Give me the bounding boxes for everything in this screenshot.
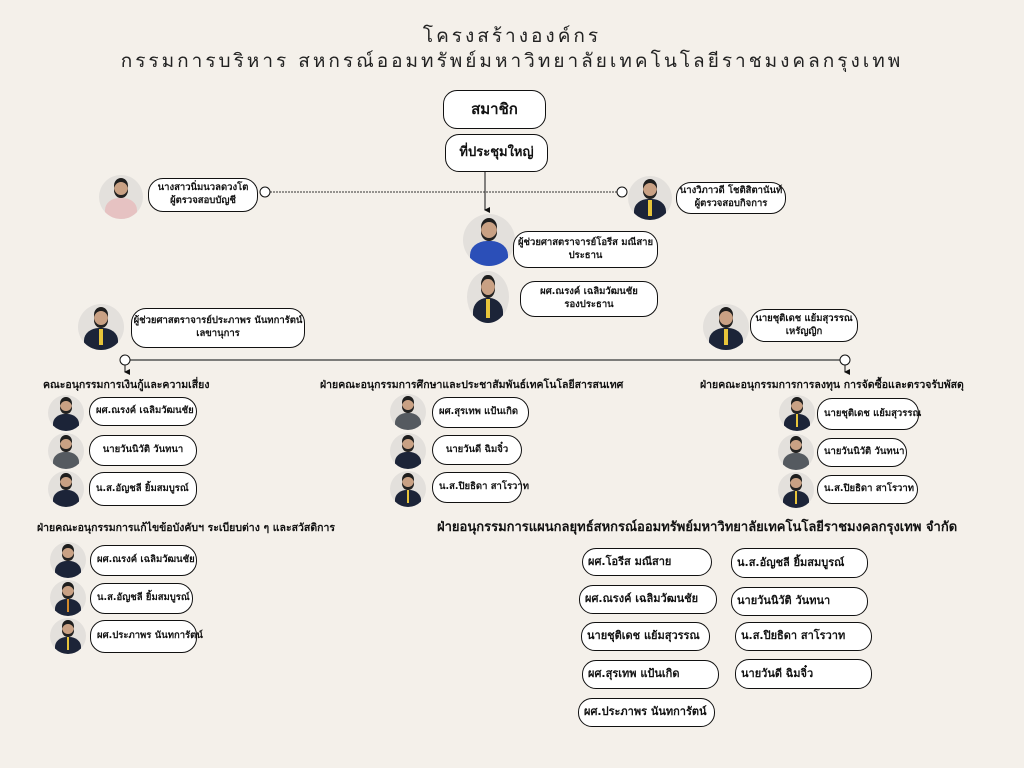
member-box: น.ส.ปิยธิดา สาโรวาท (735, 622, 872, 651)
avatar (78, 304, 124, 350)
person-role: ผู้ตรวจสอบกิจการ (694, 198, 768, 209)
inspector-box: นางวิภาวดี โชติสิตานันท์ผู้ตรวจสอบกิจการ (676, 182, 786, 214)
avatar (390, 471, 426, 507)
member-box: นายวันดี ฉิมจิ๋ว (735, 659, 872, 689)
member-box: ผศ.โอรีส มณีสาย (582, 548, 712, 576)
page-subtitle: กรรมการบริหาร สหกรณ์ออมทรัพย์มหาวิทยาลัย… (120, 50, 904, 72)
member-box: นายวันนิวัติ วันทนา (89, 435, 197, 466)
member-box: ผศ.ณรงค์ เฉลิมวัฒนชัย (579, 585, 717, 614)
treasurer-box: นายชุติเดช แย้มสุวรรณเหรัญญิก (750, 309, 858, 342)
avatar (463, 214, 515, 266)
person-role: เลขานุการ (196, 328, 240, 339)
president-box: ผู้ช่วยศาสตราจารย์โอรีส มณีสายประธาน (513, 231, 658, 268)
member-box: นายวันดี ฉิมจิ๋ว (432, 435, 522, 465)
member-box: นายวันนิวัติ วันทนา (817, 438, 907, 467)
page-title: โครงสร้างองค์กร (422, 25, 602, 47)
avatar (778, 472, 814, 508)
member-box: นายชุติเดช แย้มสุวรรณ (817, 398, 921, 430)
avatar (628, 176, 672, 220)
person-role: รองประธาน (564, 299, 614, 310)
member-box: ผศ.ณรงค์ เฉลิมวัฒนชัย (89, 397, 197, 426)
person-role: เหรัญญิก (785, 325, 823, 337)
members-box: สมาชิก (443, 90, 546, 129)
person-name: ผศ.ณรงค์ เฉลิมวัฒนชัย (540, 286, 638, 298)
member-box: ผศ.ประภาพร นันทการัตน์ (578, 698, 715, 727)
avatar (50, 542, 86, 578)
avatar (48, 395, 84, 431)
member-box: น.ส.อัญชลี ยิ้มสมบูรณ์ (731, 548, 868, 578)
person-name: ผู้ช่วยศาสตราจารย์โอรีส มณีสาย (517, 236, 654, 248)
member-box: น.ส.อัญชลี ยิ้มสมบูรณ์ (89, 472, 197, 506)
committee-heading: ฝ่ายคณะอนุกรรมการการลงทุน การจัดซื้อและต… (700, 379, 964, 391)
avatar (48, 433, 84, 469)
avatar (703, 304, 749, 350)
avatar (779, 395, 815, 431)
avatar (390, 394, 426, 430)
committee-heading: ฝ่ายอนุกรรมการแผนกลยุทธ์สหกรณ์ออมทรัพย์ม… (437, 520, 958, 535)
avatar (778, 434, 814, 470)
avatar (99, 175, 143, 219)
person-name: นางสาวนิ่มนวลดวงโต (157, 182, 249, 194)
avatar (50, 580, 86, 616)
person-role: ประธาน (568, 249, 603, 261)
secretary-box: ผู้ช่วยศาสตราจารย์ประภาพร นันทการัตน์เลข… (131, 308, 305, 348)
member-box: น.ส.อัญชลี ยิ้มสมบูรณ์ (90, 583, 193, 614)
member-box: ผศ.ณรงค์ เฉลิมวัฒนชัย (90, 545, 197, 576)
vice-president-box: ผศ.ณรงค์ เฉลิมวัฒนชัยรองประธาน (520, 281, 658, 317)
member-box: นายวันนิวัติ วันทนา (731, 587, 868, 616)
member-box: น.ส.ปิยธิดา สาโรวาท (432, 472, 529, 503)
person-name: ผู้ช่วยศาสตราจารย์ประภาพร นันทการัตน์ (133, 315, 303, 327)
member-box: นายชุติเดช แย้มสุวรรณ (581, 622, 710, 651)
committee-heading: คณะอนุกรรมการเงินกู้และความเสี่ยง (43, 379, 210, 391)
member-box: น.ส.ปิยธิดา สาโรวาท (817, 475, 918, 504)
member-box: ผศ.สุรเทพ แป้นเกิด (432, 397, 529, 428)
member-box: ผศ.ประภาพร นันทการัตน์ (90, 620, 203, 653)
person-name: นายชุติเดช แย้มสุวรรณ (755, 312, 853, 324)
avatar (50, 618, 86, 654)
person-role: ผู้ตรวจสอบบัญชี (170, 195, 236, 206)
avatar (467, 271, 509, 323)
person-name: นางวิภาวดี โชติสิตานันท์ (679, 185, 783, 197)
member-box: ผศ.สุรเทพ แป้นเกิด (582, 660, 719, 689)
committee-heading: ฝ่ายคณะอนุกรรมการศึกษาและประชาสัมพันธ์เท… (320, 379, 624, 391)
avatar (390, 433, 426, 469)
committee-heading: ฝ่ายคณะอนุกรรมการแก้ไขข้อบังคับฯ ระเบียบ… (37, 522, 336, 534)
general-meeting-box: ที่ประชุมใหญ่ (445, 134, 548, 172)
avatar (48, 471, 84, 507)
auditor-box: นางสาวนิ่มนวลดวงโตผู้ตรวจสอบบัญชี (148, 178, 258, 212)
